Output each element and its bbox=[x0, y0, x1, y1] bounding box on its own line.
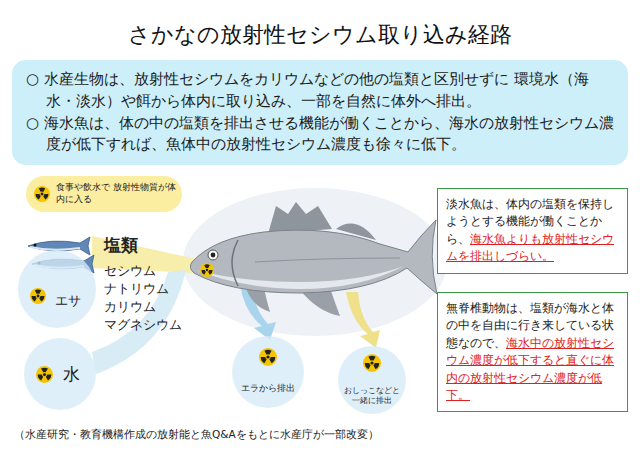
radiation-icon bbox=[30, 288, 46, 304]
urine-flow bbox=[346, 292, 380, 348]
box-paragraph: 無脊椎動物は、塩類が海水と体の中を自由に行き来している状態なので、海水中の放射性… bbox=[446, 300, 619, 404]
salt-item: マグネシウム bbox=[104, 316, 182, 334]
gill-line bbox=[232, 240, 238, 286]
fish-belly bbox=[196, 266, 404, 289]
bullet-text: ○ 海水魚は、体の中の塩類を排出させる機能が働くことから、海水の放射性セシウム濃… bbox=[26, 113, 614, 157]
radiation-icon bbox=[259, 348, 277, 366]
node-text: おしっこなどと 一緒に排出 bbox=[342, 386, 402, 407]
water-stream bbox=[92, 270, 186, 374]
water-circle: 水 bbox=[24, 338, 96, 410]
radiation-icon bbox=[363, 354, 381, 372]
source-caption: （水産研究・教育機構作成の放射能と魚Q&Aをもとに水産庁が一部改変） bbox=[14, 428, 379, 442]
salt-item: カリウム bbox=[104, 298, 156, 316]
diagram-title: さかなの放射性セシウム取り込み経路 bbox=[0, 20, 640, 50]
bullet-text: ○ 水産生物は、放射性セシウムをカリウムなどの他の塩類と区別せずに 環境水（海水… bbox=[26, 69, 614, 113]
lateral-line bbox=[255, 258, 400, 262]
intake-note: 食事や飲水で 放射性物質が体内に入る bbox=[26, 176, 182, 212]
box-paragraph: 淡水魚は、体内の塩類を保持しようとする機能が働くことから、海水魚よりも放射性セシ… bbox=[446, 196, 619, 266]
fish-pupil bbox=[211, 253, 216, 258]
radiation-icon bbox=[200, 263, 214, 277]
feed-circle: エサ bbox=[18, 250, 96, 328]
invertebrate-box: 無脊椎動物は、塩類が海水と体の中を自由に行き来している状態なので、海水中の放射性… bbox=[437, 292, 628, 412]
node-text: エサ bbox=[55, 293, 81, 310]
gill-exit-circle: エラから排出 bbox=[232, 336, 304, 408]
highlight-text: 海水魚よりも放射性セシウムを排出しづらい。 bbox=[446, 232, 614, 263]
salts-heading: 塩類 bbox=[104, 234, 138, 257]
freshwater-fish-box: 淡水魚は、体内の塩類を保持しようとする機能が働くことから、海水魚よりも放射性セシ… bbox=[437, 188, 628, 274]
fish-body bbox=[190, 220, 437, 294]
node-text: エラから排出 bbox=[241, 383, 295, 394]
fish-backdrop bbox=[183, 188, 447, 336]
node-text: 食事や飲水で 放射性物質が体内に入る bbox=[56, 182, 182, 205]
salt-item: セシウム bbox=[104, 262, 156, 280]
urine-exit-circle: おしっこなどと 一緒に排出 bbox=[338, 346, 406, 414]
summary-band: ○ 水産生物は、放射性セシウムをカリウムなどの他の塩類と区別せずに 環境水（海水… bbox=[12, 60, 628, 165]
radiation-icon bbox=[36, 366, 53, 383]
radiation-icon bbox=[34, 186, 50, 202]
node-text: 水 bbox=[63, 363, 80, 385]
salt-item: ナトリウム bbox=[104, 280, 169, 298]
fish-eye bbox=[208, 250, 218, 260]
dorsal-fin bbox=[268, 202, 332, 234]
